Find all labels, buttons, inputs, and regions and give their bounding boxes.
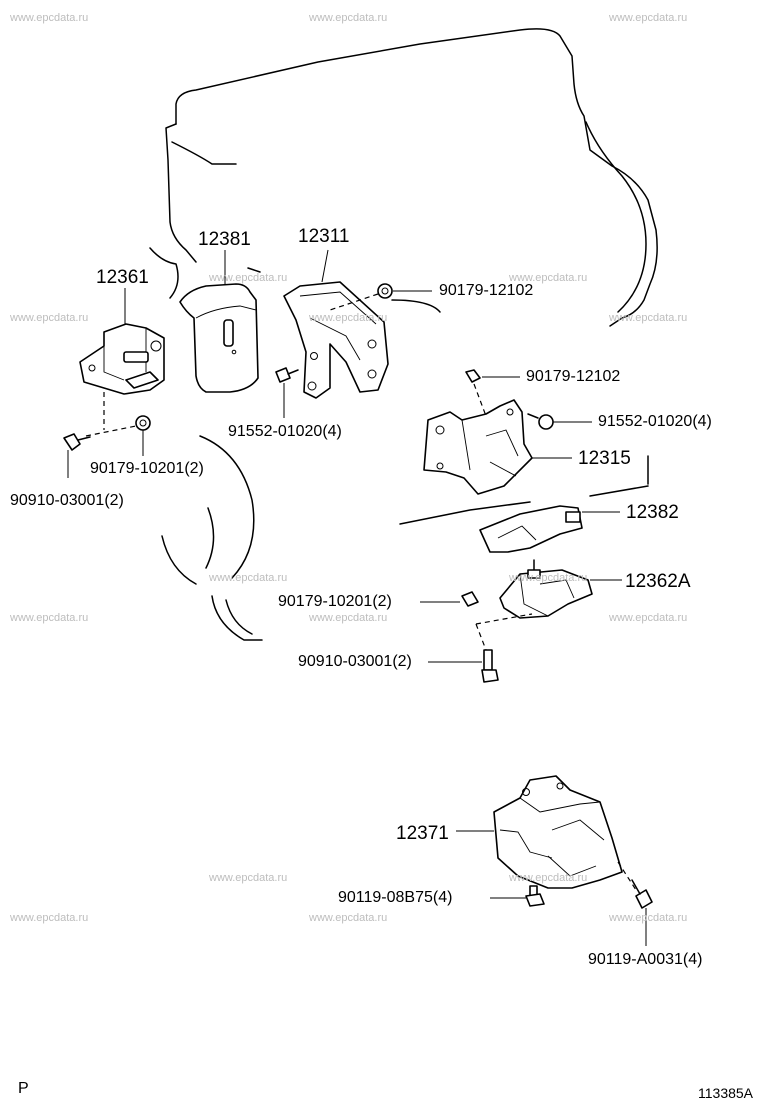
part-label-12311: 12311 bbox=[298, 226, 350, 247]
watermark: www.epcdata.ru bbox=[509, 572, 588, 584]
part-label-90119-08B75: 90119-08B75(4) bbox=[338, 889, 453, 906]
part-label-90179-10201-upper: 90179-10201(2) bbox=[90, 460, 204, 477]
part-12382-insulator bbox=[479, 505, 620, 553]
hardware-90119-08B75 bbox=[490, 885, 545, 907]
watermark: www.epcdata.ru bbox=[609, 612, 688, 624]
hardware-90119-A0031 bbox=[617, 861, 653, 946]
part-label-90910-03001-upper: 90910-03001(2) bbox=[10, 492, 124, 509]
watermark: www.epcdata.ru bbox=[609, 12, 688, 24]
hardware-90179-12102-right bbox=[465, 369, 520, 433]
part-label-90179-10201-lower: 90179-10201(2) bbox=[278, 593, 392, 610]
part-label-12381: 12381 bbox=[198, 229, 251, 250]
hardware-91552-01020-left bbox=[275, 367, 299, 418]
part-label-12371: 12371 bbox=[396, 823, 449, 844]
part-12381-insulator bbox=[179, 250, 259, 393]
watermark: www.epcdata.ru bbox=[209, 872, 288, 884]
figure-code: 113385A bbox=[698, 1085, 754, 1101]
watermark: www.epcdata.ru bbox=[609, 312, 688, 324]
hardware-90179-12102-top bbox=[329, 283, 432, 311]
part-12315-bracket bbox=[423, 399, 572, 495]
watermark: www.epcdata.ru bbox=[309, 912, 388, 924]
watermark: www.epcdata.ru bbox=[309, 12, 388, 24]
hardware-12361 bbox=[63, 415, 151, 478]
watermark: www.epcdata.ru bbox=[509, 872, 588, 884]
part-label-90179-12102-top: 90179-12102 bbox=[439, 282, 534, 299]
watermark: www.epcdata.ru bbox=[10, 912, 89, 924]
part-label-90119-A0031: 90119-A0031(4) bbox=[588, 951, 703, 968]
watermark: www.epcdata.ru bbox=[309, 312, 388, 324]
hardware-12362A bbox=[420, 591, 533, 683]
part-12362A-mount bbox=[499, 559, 622, 619]
part-label-12362A: 12362A bbox=[625, 571, 691, 592]
watermark: www.epcdata.ru bbox=[209, 572, 288, 584]
part-label-91552-01020-right: 91552-01020(4) bbox=[598, 413, 712, 430]
watermark: www.epcdata.ru bbox=[10, 612, 89, 624]
watermark: www.epcdata.ru bbox=[10, 312, 89, 324]
watermark: www.epcdata.ru bbox=[509, 272, 588, 284]
page-marker: P bbox=[18, 1080, 29, 1097]
part-label-90910-03001-lower: 90910-03001(2) bbox=[298, 653, 412, 670]
watermark: www.epcdata.ru bbox=[209, 272, 288, 284]
hardware-91552-01020-right bbox=[527, 413, 592, 430]
watermark: www.epcdata.ru bbox=[10, 12, 89, 24]
engine-outline bbox=[149, 28, 658, 641]
part-12311-bracket bbox=[283, 249, 389, 399]
part-label-12382: 12382 bbox=[626, 502, 679, 523]
watermark: www.epcdata.ru bbox=[609, 912, 688, 924]
part-label-12315: 12315 bbox=[578, 448, 631, 469]
part-12371-mount bbox=[456, 775, 623, 889]
part-12361-mount bbox=[79, 288, 165, 430]
part-label-90179-12102-right: 90179-12102 bbox=[526, 368, 621, 385]
part-label-91552-01020-left: 91552-01020(4) bbox=[228, 423, 342, 440]
part-label-12361: 12361 bbox=[96, 267, 149, 288]
watermark: www.epcdata.ru bbox=[309, 612, 388, 624]
